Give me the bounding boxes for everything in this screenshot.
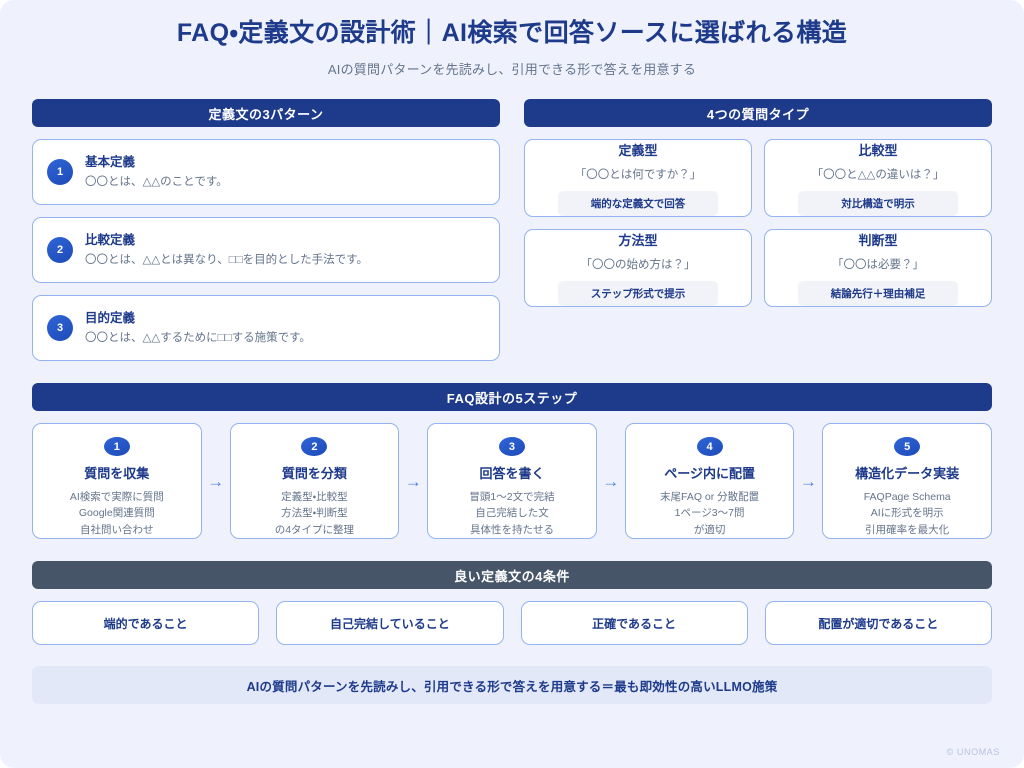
question-type-example: 「〇〇の始め方は？」 bbox=[580, 259, 696, 271]
steps-section: FAQ設計の5ステップ 1 質問を収集 AI検索で実際に質問 Google関連質… bbox=[0, 383, 1024, 539]
step-detail-line: AIに形式を明示 bbox=[870, 507, 944, 520]
pattern-description: 〇〇とは、△△のことです。 bbox=[85, 175, 228, 188]
pattern-text: 基本定義 〇〇とは、△△のことです。 bbox=[85, 154, 228, 189]
definition-patterns-section: 定義文の3パターン 1 基本定義 〇〇とは、△△のことです。 2 比較定義 〇〇… bbox=[32, 99, 500, 361]
step-details: AI検索で実際に質問 Google関連質問 自社問い合わせ bbox=[70, 489, 164, 538]
step-detail-line: FAQPage Schema bbox=[863, 491, 951, 504]
credit-label: © UNOMAS bbox=[946, 747, 1000, 757]
pattern-title: 目的定義 bbox=[85, 311, 136, 326]
pattern-description: 〇〇とは、△△とは異なり、□□を目的とした手法です。 bbox=[85, 253, 368, 266]
step-detail-line: が適切 bbox=[693, 523, 726, 536]
pattern-title: 基本定義 bbox=[85, 155, 136, 170]
question-type-card[interactable]: 判断型 「〇〇は必要？」 結論先行＋理由補足 bbox=[764, 229, 992, 307]
pattern-title: 比較定義 bbox=[85, 233, 136, 248]
conditions-row: 端的であること 自己完結していること 正確であること 配置が適切であること bbox=[32, 601, 992, 645]
step-detail-line: 冒頭1〜2文で完結 bbox=[469, 491, 555, 504]
arrow-right-icon: → bbox=[799, 471, 817, 491]
list-item[interactable]: 2 比較定義 〇〇とは、△△とは異なり、□□を目的とした手法です。 bbox=[32, 217, 500, 283]
pattern-text: 目的定義 〇〇とは、△△するために□□する施策です。 bbox=[85, 310, 311, 345]
condition-card[interactable]: 正確であること bbox=[520, 601, 748, 645]
page-subtitle: AIの質問パターンを先読みし、引用できる形で答えを用意する bbox=[327, 62, 697, 77]
step-title: 構造化データ実装 bbox=[855, 466, 960, 482]
step-details: 末尾FAQ or 分散配置 1ページ3〜7問 が適切 bbox=[660, 489, 759, 538]
conditions-heading: 良い定義文の4条件 bbox=[32, 561, 992, 589]
pattern-description: 〇〇とは、△△するために□□する施策です。 bbox=[85, 331, 311, 344]
step-card[interactable]: 2 質問を分類 定義型・比較型 方法型・判断型 の4タイプに整理 bbox=[229, 423, 400, 539]
step-number-badge: 5 bbox=[894, 437, 921, 457]
step-title: 回答を書く bbox=[479, 466, 545, 482]
condition-card[interactable]: 配置が適切であること bbox=[764, 601, 992, 645]
step-title: 質問を分類 bbox=[281, 466, 347, 482]
step-title: ページ内に配置 bbox=[664, 466, 755, 482]
step-detail-line: Google関連質問 bbox=[78, 507, 155, 520]
condition-card[interactable]: 自己完結していること bbox=[276, 601, 504, 645]
arrow-right-icon: → bbox=[404, 471, 422, 491]
question-type-title: 判断型 bbox=[858, 233, 898, 248]
step-detail-line: 末尾FAQ or 分散配置 bbox=[659, 491, 760, 504]
step-detail-line: 方法型・判断型 bbox=[281, 507, 348, 520]
question-type-example: 「〇〇とは何ですか？」 bbox=[574, 169, 702, 181]
step-details: 定義型・比較型 方法型・判断型 の4タイプに整理 bbox=[275, 489, 354, 538]
arrow-right-icon: → bbox=[602, 471, 620, 491]
step-detail-line: 自社問い合わせ bbox=[80, 523, 154, 536]
step-number-badge: 3 bbox=[498, 437, 525, 457]
step-number-badge: 2 bbox=[301, 437, 328, 457]
question-type-example: 「〇〇は必要？」 bbox=[832, 259, 924, 271]
step-detail-line: AI検索で実際に質問 bbox=[69, 491, 164, 504]
question-type-tag: ステップ形式で提示 bbox=[557, 281, 719, 306]
page-header: FAQ・定義文の設計術｜AI検索で回答ソースに選ばれる構造 AIの質問パターンを… bbox=[0, 0, 1024, 78]
number-badge: 2 bbox=[47, 237, 73, 263]
step-card[interactable]: 5 構造化データ実装 FAQPage Schema AIに形式を明示 引用確率を… bbox=[822, 423, 992, 539]
list-item[interactable]: 3 目的定義 〇〇とは、△△するために□□する施策です。 bbox=[32, 295, 500, 361]
steps-row: 1 質問を収集 AI検索で実際に質問 Google関連質問 自社問い合わせ → … bbox=[32, 423, 992, 539]
steps-heading: FAQ設計の5ステップ bbox=[32, 383, 992, 411]
step-detail-line: 引用確率を最大化 bbox=[865, 523, 950, 536]
question-type-card[interactable]: 比較型 「〇〇と△△の違いは？」 対比構造で明示 bbox=[764, 139, 992, 217]
conditions-section: 良い定義文の4条件 端的であること 自己完結していること 正確であること 配置が… bbox=[0, 561, 1024, 645]
question-types-section: 4つの質問タイプ 定義型 「〇〇とは何ですか？」 端的な定義文で回答 比較型 「… bbox=[524, 99, 992, 361]
pattern-text: 比較定義 〇〇とは、△△とは異なり、□□を目的とした手法です。 bbox=[85, 232, 368, 267]
question-type-tag: 端的な定義文で回答 bbox=[557, 191, 719, 216]
question-type-tag: 対比構造で明示 bbox=[797, 191, 959, 216]
top-columns: 定義文の3パターン 1 基本定義 〇〇とは、△△のことです。 2 比較定義 〇〇… bbox=[0, 99, 1024, 361]
summary-banner: AIの質問パターンを先読みし、引用できる形で答えを用意する＝最も即効性の高いLL… bbox=[32, 666, 992, 704]
step-detail-line: 自己完結した文 bbox=[475, 507, 549, 520]
page-title: FAQ・定義文の設計術｜AI検索で回答ソースに選ばれる構造 bbox=[176, 19, 848, 47]
question-types-grid: 定義型 「〇〇とは何ですか？」 端的な定義文で回答 比較型 「〇〇と△△の違いは… bbox=[524, 139, 992, 307]
step-detail-line: の4タイプに整理 bbox=[274, 523, 355, 536]
question-type-card[interactable]: 方法型 「〇〇の始め方は？」 ステップ形式で提示 bbox=[524, 229, 752, 307]
question-type-title: 定義型 bbox=[618, 143, 658, 158]
question-type-title: 比較型 bbox=[858, 143, 898, 158]
question-type-title: 方法型 bbox=[618, 233, 658, 248]
list-item[interactable]: 1 基本定義 〇〇とは、△△のことです。 bbox=[32, 139, 500, 205]
step-details: FAQPage Schema AIに形式を明示 引用確率を最大化 bbox=[864, 489, 951, 538]
question-type-card[interactable]: 定義型 「〇〇とは何ですか？」 端的な定義文で回答 bbox=[524, 139, 752, 217]
number-badge: 3 bbox=[47, 315, 73, 341]
step-number-badge: 4 bbox=[696, 437, 723, 457]
step-number-badge: 1 bbox=[103, 437, 130, 457]
step-details: 冒頭1〜2文で完結 自己完結した文 具体性を持たせる bbox=[469, 489, 554, 538]
question-type-example: 「〇〇と△△の違いは？」 bbox=[811, 169, 945, 181]
definition-patterns-list: 1 基本定義 〇〇とは、△△のことです。 2 比較定義 〇〇とは、△△とは異なり… bbox=[32, 139, 500, 361]
question-types-heading: 4つの質問タイプ bbox=[524, 99, 992, 127]
step-card[interactable]: 1 質問を収集 AI検索で実際に質問 Google関連質問 自社問い合わせ bbox=[32, 423, 202, 539]
step-title: 質問を収集 bbox=[84, 466, 150, 482]
step-card[interactable]: 3 回答を書く 冒頭1〜2文で完結 自己完結した文 具体性を持たせる bbox=[427, 423, 597, 539]
step-detail-line: 定義型・比較型 bbox=[281, 491, 348, 504]
step-card[interactable]: 4 ページ内に配置 末尾FAQ or 分散配置 1ページ3〜7問 が適切 bbox=[624, 423, 795, 539]
arrow-right-icon: → bbox=[207, 471, 225, 491]
step-detail-line: 具体性を持たせる bbox=[469, 523, 554, 536]
condition-card[interactable]: 端的であること bbox=[32, 601, 260, 645]
step-detail-line: 1ページ3〜7問 bbox=[674, 507, 745, 520]
number-badge: 1 bbox=[47, 159, 73, 185]
question-type-tag: 結論先行＋理由補足 bbox=[797, 281, 959, 306]
definition-patterns-heading: 定義文の3パターン bbox=[32, 99, 500, 127]
